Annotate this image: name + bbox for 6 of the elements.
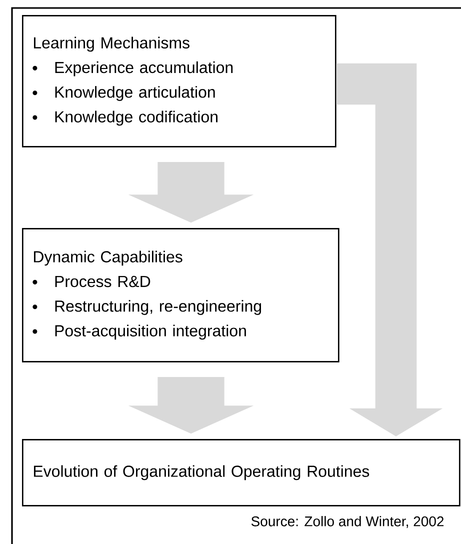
text-box: Dynamic Capabilities Process R&D Restructuring, re-engineering Post-acquisition integration [22, 228, 340, 362]
text-box: Evolution of Organizational Operating Routines [22, 439, 460, 506]
block-arrow [128, 162, 254, 223]
block-arrow [128, 377, 254, 434]
block-arrow [336, 63, 443, 436]
text-box: Learning Mechanisms Experience accumulation Knowledge articulation Knowledge codification [22, 15, 336, 148]
